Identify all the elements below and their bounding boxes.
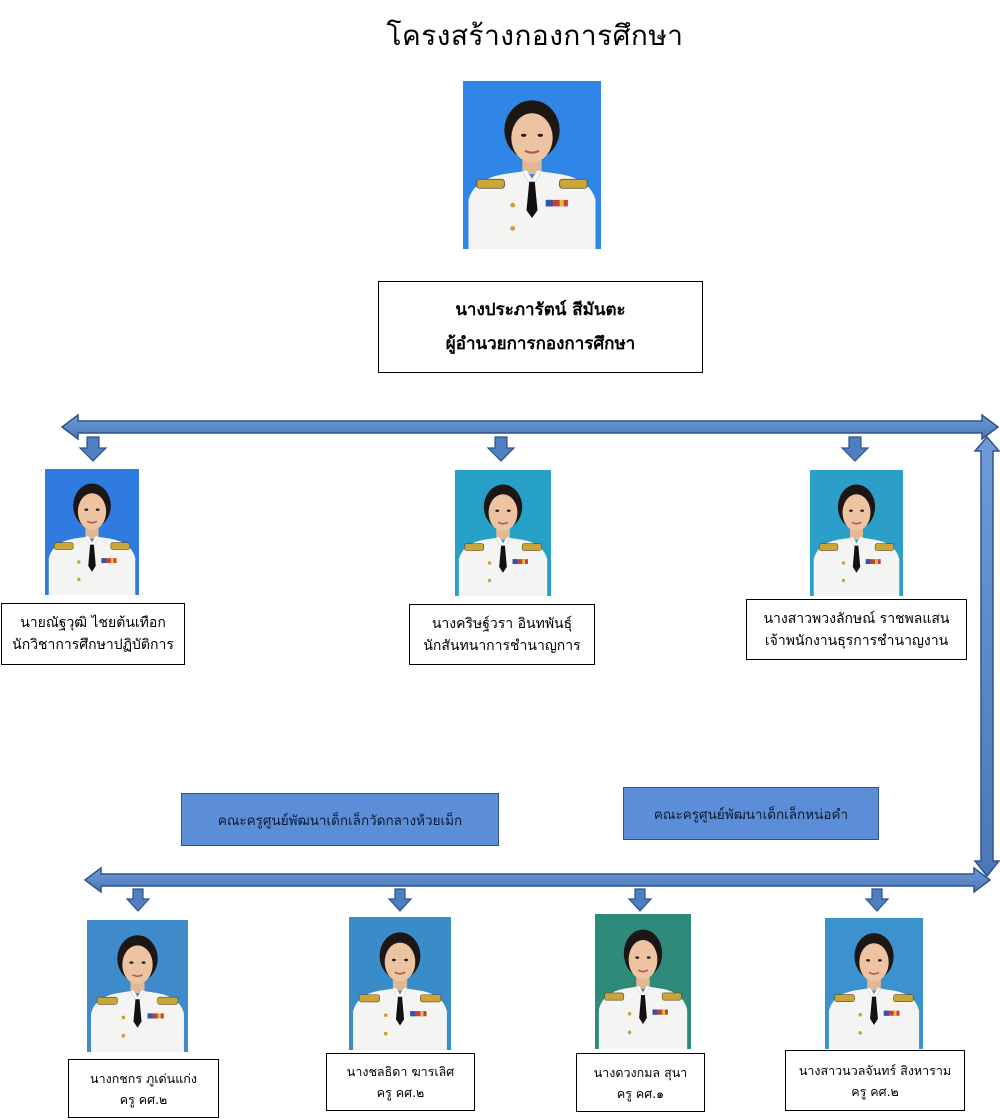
director-position: ผู้อำนวยการกองการศึกษา (445, 334, 636, 354)
down-arrow-teacher-3 (627, 888, 653, 912)
staff-photo (45, 469, 139, 595)
staff-photo (455, 470, 551, 596)
teacher-photo (87, 920, 188, 1052)
teacher-name: นางกชกร ภูเด่นแก่ง (90, 1070, 197, 1086)
director-name: นางประภารัตน์ สีมันตะ (455, 300, 626, 320)
teacher-name: นางชลธิดา ฆารเลิศ (346, 1064, 455, 1079)
staff-position: เจ้าพนักงานธุรการชำนาญงาน (764, 632, 949, 649)
teacher-name: นางดวงกมล สุนา (593, 1064, 688, 1080)
teacher-photo (825, 918, 923, 1049)
lower-horizontal-arrow (83, 866, 992, 894)
down-arrow-teacher-2 (387, 888, 413, 912)
staff-box: นายณัฐวุฒิ ไชยต้นเทือก นักวิชาการศึกษาปฏ… (1, 603, 185, 665)
staff-name: นายณัฐวุฒิ ไชยต้นเทือก (20, 615, 166, 631)
teacher-box: นางสาวนวลจันทร์ สิงหาราม ครู คศ.๒ (785, 1050, 965, 1111)
teacher-photo (349, 917, 451, 1050)
down-arrow-staff-1 (78, 436, 108, 462)
unit-box: คณะครูศูนย์พัฒนาเด็กเล็กวัดกลางห้วยเม็ก (181, 793, 499, 846)
staff-box: นางสาวพวงลักษณ์ ราชพลแสน เจ้าพนักงานธุรก… (746, 599, 967, 660)
down-arrow-teacher-1 (125, 888, 151, 912)
staff-position: นักสันทนาการชำนาญการ (423, 637, 581, 654)
staff-box: นางคริษฐ์วรา อินทพันธุ์ นักสันทนาการชำนา… (409, 604, 595, 665)
teacher-position: ครู คศ.๑ (616, 1085, 665, 1101)
teacher-box: นางชลธิดา ฆารเลิศ ครู คศ.๒ (326, 1053, 475, 1111)
down-arrow-staff-3 (840, 436, 870, 462)
teacher-name: นางสาวนวลจันทร์ สิงหาราม (798, 1062, 952, 1078)
down-arrow-teacher-4 (864, 888, 890, 912)
teacher-photo (595, 914, 691, 1049)
unit-box: คณะครูศูนย์พัฒนาเด็กเล็กหน่อคำ (623, 787, 879, 840)
right-vertical-arrow (973, 435, 1000, 878)
teacher-position: ครู คศ.๒ (119, 1091, 168, 1107)
teacher-position: ครู คศ.๒ (376, 1085, 425, 1100)
teacher-box: นางดวงกมล สุนา ครู คศ.๑ (576, 1053, 705, 1112)
director-photo (463, 81, 601, 249)
staff-name: นางสาวพวงลักษณ์ ราชพลแสน (763, 610, 950, 627)
staff-name: นางคริษฐ์วรา อินทพันธุ์ (431, 615, 573, 632)
staff-position: นักวิชาการศึกษาปฏิบัติการ (12, 637, 174, 653)
teacher-position: ครู คศ.๒ (851, 1083, 899, 1099)
teacher-box: นางกชกร ภูเด่นแก่ง ครู คศ.๒ (68, 1059, 219, 1118)
upper-horizontal-arrow (60, 413, 1000, 441)
page-title: โครงสร้างกองการศึกษา (386, 19, 684, 52)
director-box: นางประภารัตน์ สีมันตะ ผู้อำนวยการกองการศ… (378, 281, 703, 373)
down-arrow-staff-2 (486, 436, 516, 462)
staff-photo (810, 470, 903, 596)
